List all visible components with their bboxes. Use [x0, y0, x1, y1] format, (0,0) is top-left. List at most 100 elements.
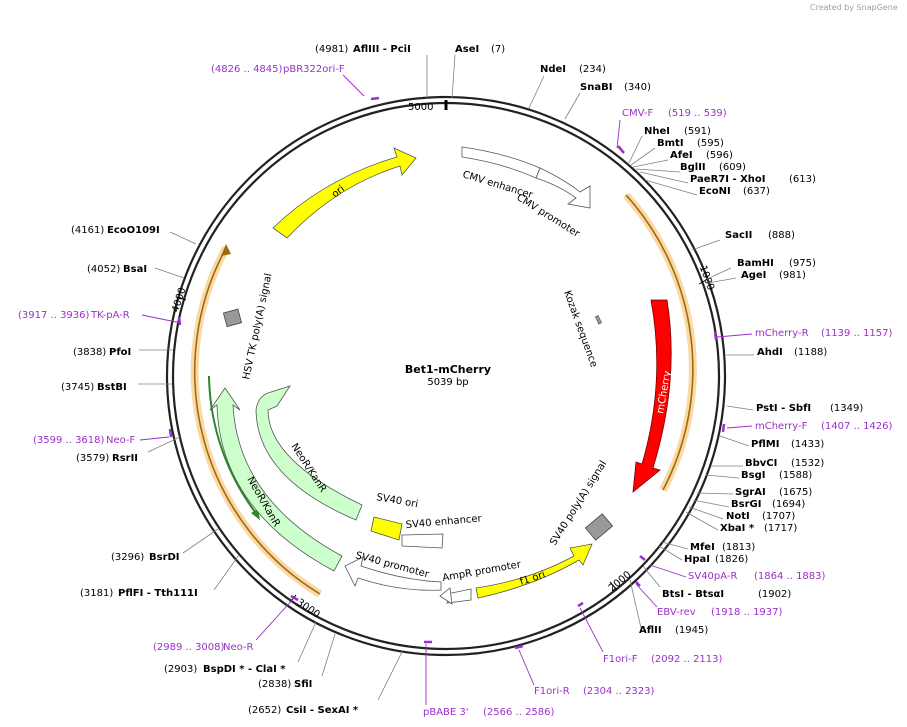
site-xbaI[interactable]: XbaI * (1717) [720, 523, 797, 534]
svg-text:BmtI: BmtI [657, 138, 684, 149]
svg-text:(1707): (1707) [762, 511, 795, 522]
primer-mcherry-f[interactable]: mCherry-F (1407 .. 1426) [755, 421, 893, 432]
site-bsrDI[interactable]: (3296) BsrDI [111, 552, 180, 563]
svg-text:PaeR7I - XhoI: PaeR7I - XhoI [690, 174, 766, 185]
svg-text:CMV promoter: CMV promoter [514, 192, 582, 240]
site-aflII[interactable]: AflII (1945) [639, 625, 708, 636]
svg-text:5000: 5000 [408, 102, 433, 113]
site-pfoI[interactable]: (3838) PfoI [73, 347, 131, 358]
svg-text:TK-pA-R: TK-pA-R [90, 310, 130, 321]
svg-text:BamHI: BamHI [737, 258, 774, 269]
svg-text:(2652): (2652) [248, 705, 281, 716]
primer-pbabe-3[interactable]: pBABE 3' (2566 .. 2586) [423, 707, 555, 718]
svg-text:(2903): (2903) [164, 664, 197, 675]
svg-text:(3579): (3579) [76, 453, 109, 464]
feature-sv40-promoter[interactable]: SV40 promoter [344, 550, 442, 591]
site-ahdI[interactable]: AhdI (1188) [757, 347, 827, 358]
svg-text:(1902): (1902) [758, 589, 791, 600]
feature-ori[interactable]: ori [272, 147, 417, 239]
svg-text:(1433): (1433) [791, 439, 824, 450]
svg-text:BsrDI: BsrDI [149, 552, 180, 563]
svg-text:BsaI: BsaI [123, 264, 147, 275]
primer-sv40pa-r[interactable]: SV40pA-R (1864 .. 1883) [688, 571, 826, 582]
svg-text:PflFI - Tth111I: PflFI - Tth111I [118, 588, 198, 599]
svg-text:BsrGI: BsrGI [731, 499, 761, 510]
site-ageI[interactable]: AgeI (981) [741, 270, 806, 281]
feature-hsv-tk-polya[interactable]: HSV TK poly(A) signal [222, 272, 274, 381]
svg-text:BstBI: BstBI [97, 382, 127, 393]
svg-text:AhdI: AhdI [757, 347, 783, 358]
svg-text:BsgI: BsgI [741, 470, 765, 481]
primer-pbr322ori-f[interactable]: (4826 .. 4845) pBR322ori-F [211, 64, 345, 75]
site-rsrII[interactable]: (3579) RsrII [76, 453, 138, 464]
primer-f1ori-r[interactable]: F1ori-R (2304 .. 2323) [534, 686, 655, 697]
site-mfeI[interactable]: MfeI (1813) [690, 542, 755, 553]
site-ecoO109I[interactable]: (4161) EcoO109I [71, 225, 160, 236]
site-aseI[interactable]: AseI (7) [455, 44, 505, 55]
site-pstI-sbfI[interactable]: PstI - SbfI (1349) [756, 403, 863, 414]
feature-sv40-ori[interactable]: SV40 ori [370, 492, 419, 541]
site-paer7I-xhoI[interactable]: PaeR7I - XhoI (613) [690, 174, 816, 185]
primer-mcherry-r[interactable]: mCherry-R (1139 .. 1157) [755, 328, 893, 339]
site-bmtI[interactable]: BmtI (595) [657, 138, 724, 149]
site-bstBI[interactable]: (3745) BstBI [61, 382, 127, 393]
svg-text:SacII: SacII [725, 230, 752, 241]
site-sfiI[interactable]: (2838) SfiI [258, 679, 312, 690]
primer-neo-r[interactable]: (2989 .. 3008) Neo-R [153, 642, 254, 653]
site-btsI-btsaI[interactable]: BtsI - BtsαI (1902) [662, 589, 791, 600]
svg-text:AflIII - PciI: AflIII - PciI [353, 44, 411, 55]
site-bsrGI[interactable]: BsrGI (1694) [731, 499, 805, 510]
svg-text:SnaBI: SnaBI [580, 82, 612, 93]
svg-text:(975): (975) [789, 258, 816, 269]
site-pflFI-tth111I[interactable]: (3181) PflFI - Tth111I [80, 588, 198, 599]
site-sgrAI[interactable]: SgrAI (1675) [735, 487, 812, 498]
site-bsaI[interactable]: (4052) BsaI [87, 264, 147, 275]
site-sacII[interactable]: SacII (888) [725, 230, 795, 241]
site-notI[interactable]: NotI (1707) [726, 511, 795, 522]
feature-sv40-enhancer[interactable]: SV40 enhancer [401, 513, 483, 549]
svg-text:(981): (981) [779, 270, 806, 281]
site-aflIII-pciI[interactable]: (4981) AflIII - PciI [315, 44, 411, 55]
feature-sv40-polya[interactable]: SV40 poly(A) signal [548, 459, 614, 548]
svg-text:AgeI: AgeI [741, 270, 766, 281]
site-nheI[interactable]: NheI (591) [644, 126, 711, 137]
svg-text:CsiI - SexAI *: CsiI - SexAI * [286, 705, 359, 716]
site-bbvCI[interactable]: BbvCI (1532) [745, 458, 824, 469]
primer-tk-pa-r[interactable]: (3917 .. 3936) TK-pA-R [18, 310, 130, 321]
site-afeI[interactable]: AfeI (596) [670, 150, 733, 161]
svg-text:mCherry-R: mCherry-R [755, 328, 809, 339]
site-hpaI[interactable]: HpaI (1826) [684, 554, 748, 565]
svg-text:(2566 .. 2586): (2566 .. 2586) [483, 707, 555, 718]
site-bamHI[interactable]: BamHI (975) [737, 258, 816, 269]
feature-kozak[interactable]: Kozak sequence [561, 289, 602, 369]
feature-mcherry[interactable]: mCherry [632, 299, 673, 493]
site-bglII[interactable]: BglII (609) [680, 162, 746, 173]
svg-text:(4981): (4981) [315, 44, 348, 55]
primer-ebv-rev[interactable]: EBV-rev (1918 .. 1937) [657, 607, 783, 618]
site-ndeI[interactable]: NdeI (234) [540, 64, 606, 75]
svg-text:CMV-F: CMV-F [622, 108, 653, 119]
svg-text:SV40 enhancer: SV40 enhancer [405, 513, 483, 531]
site-csiI-sexAI[interactable]: (2652) CsiI - SexAI * [248, 705, 359, 716]
feature-cmv-enhancer[interactable]: CMV enhancer [461, 146, 541, 201]
primer-cmv-f[interactable]: CMV-F (519 .. 539) [622, 108, 727, 119]
site-ecoNI[interactable]: EcoNI (637) [699, 186, 770, 197]
svg-text:(595): (595) [697, 138, 724, 149]
svg-text:(1813): (1813) [722, 542, 755, 553]
svg-text:SgrAI: SgrAI [735, 487, 766, 498]
primer-neo-f[interactable]: (3599 .. 3618) Neo-F [33, 435, 136, 446]
svg-text:RsrII: RsrII [112, 453, 138, 464]
neo-orf-line [208, 375, 259, 517]
svg-text:Neo-F: Neo-F [106, 435, 136, 446]
site-bspDI-claI[interactable]: (2903) BspDI * - ClaI * [164, 664, 286, 675]
feature-neor-kanr-inner[interactable]: NeoR/KanR [255, 385, 363, 521]
svg-text:(2989 .. 3008): (2989 .. 3008) [153, 642, 225, 653]
site-bsgI[interactable]: BsgI (1588) [741, 470, 812, 481]
svg-text:BtsI - BtsαI: BtsI - BtsαI [662, 589, 724, 600]
site-pflMI[interactable]: PflMI (1433) [751, 439, 824, 450]
svg-text:PstI - SbfI: PstI - SbfI [756, 403, 811, 414]
feature-cmv-promoter[interactable]: CMV promoter [514, 167, 591, 240]
primer-f1ori-f[interactable]: F1ori-F (2092 .. 2113) [603, 654, 723, 665]
site-snabI[interactable]: SnaBI (340) [580, 82, 651, 93]
